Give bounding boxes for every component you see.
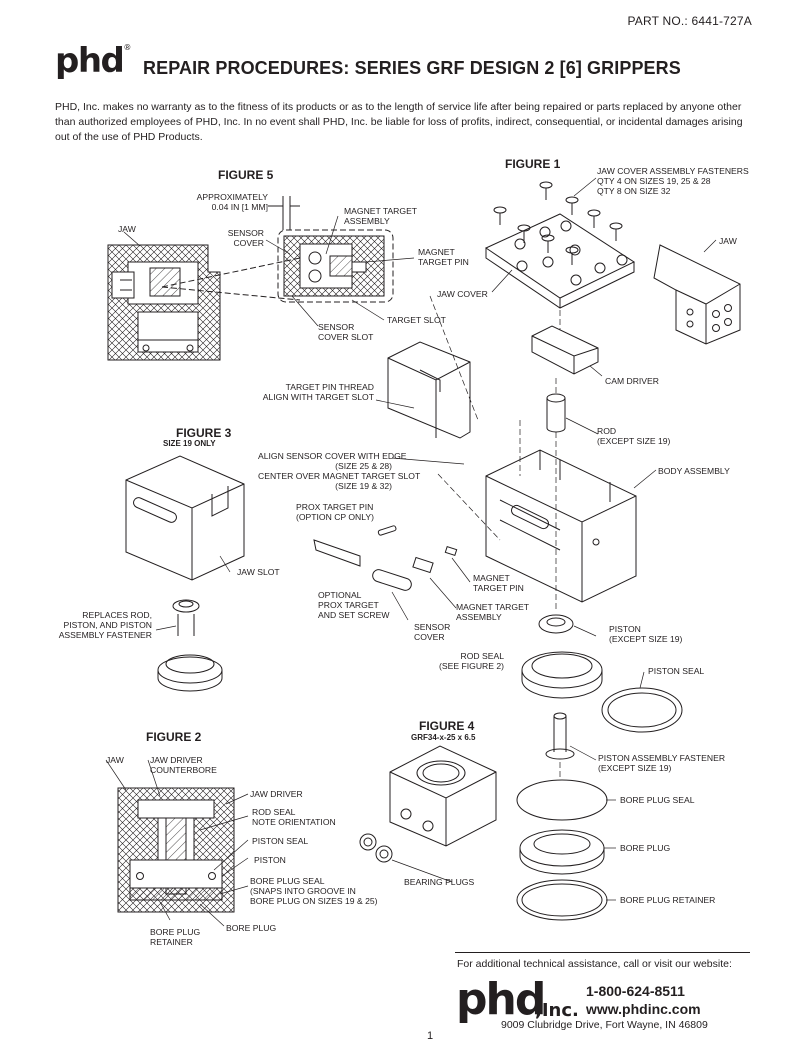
footer-address: 9009 Clubridge Drive, Fort Wayne, IN 468… [501,1019,708,1031]
piston-label: PISTON(EXCEPT SIZE 19) [609,624,683,644]
target-slot-label: TARGET SLOT [387,315,446,325]
disclaimer-text: PHD, Inc. makes no warranty as to the fi… [55,101,743,143]
rod-label: ROD(EXCEPT SIZE 19) [597,426,671,446]
leader-lines [105,177,717,927]
footer-phone: 1-800-624-8511 [586,983,685,999]
align-sensor-cover-label: ALIGN SENSOR COVER WITH EDGE(SIZE 25 & 2… [258,451,421,491]
bearing-plugs-label: BEARING PLUGS [404,877,475,887]
jaw-cover-label: JAW COVER [437,289,488,299]
jaw-driver-label: JAW DRIVER [250,789,303,799]
figure4-title: FIGURE 4 [419,719,475,733]
cover-screws [493,181,623,265]
footer-logo: phd [456,974,546,1025]
figure1-title: FIGURE 1 [505,157,561,171]
fig2-piston-label: PISTON [254,855,286,865]
footer-logo-suffix: ,Inc. [535,1000,579,1021]
fig5-jaw-label: JAW [118,224,136,234]
figure3-title: FIGURE 3 [176,426,232,440]
part-number: PART NO.: 6441-727A [627,14,752,28]
middle-jaw-drawing [387,341,471,439]
jaw-slot-label: JAW SLOT [237,567,280,577]
cam-driver-label: CAM DRIVER [605,376,659,386]
rod-drawing [546,393,566,433]
figure5-title: FIGURE 5 [218,168,274,182]
page-number: 1 [427,1030,434,1042]
figure4-drawing [359,745,497,863]
page-title: REPAIR PROCEDURES: SERIES GRF DESIGN 2 [… [143,58,681,78]
bore-plug-drawing [516,779,608,921]
jaw-label: JAW [719,236,737,246]
figure2-title: FIGURE 2 [146,730,202,744]
cam-driver-drawing [531,325,599,375]
prox-target-pin-label: PROX TARGET PIN(OPTION CP ONLY) [296,502,374,522]
piston-drawing [521,614,683,760]
footer-divider [455,952,750,953]
jaw-cover-drawing [484,181,636,309]
figure4-subtitle: GRF34-x-25 x 6.5 [411,733,476,742]
footer-website[interactable]: www.phdinc.com [586,1001,701,1017]
figure3-drawing [125,455,245,692]
jaw-drawing [653,244,741,345]
figure2-section-drawing [117,787,235,913]
fig2-jaw-label: JAW [106,755,124,765]
figure3-subtitle: SIZE 19 ONLY [163,439,216,448]
fig2-piston-seal-label: PISTON SEAL [252,836,309,846]
phd-logo: phd® [55,41,132,81]
footer-cta: For additional technical assistance, cal… [457,958,732,970]
sensor-parts-drawing [313,525,458,591]
bore-plug-seal-label: BORE PLUG SEAL [620,795,695,805]
piston-seal-label: PISTON SEAL [648,666,705,676]
bore-plug-label: BORE PLUG [620,843,671,853]
piston-assembly-fastener-label: PISTON ASSEMBLY FASTENER(EXCEPT SIZE 19) [598,753,726,773]
body-assembly-label: BODY ASSEMBLY [658,466,730,476]
rod-seal-label: ROD SEAL(SEE FIGURE 2) [439,651,504,671]
fig2-bore-plug-label: BORE PLUG [226,923,277,933]
bore-plug-retainer-label: BORE PLUG RETAINER [620,895,716,905]
body-assembly-drawing [485,449,637,603]
figure5-section-drawing [107,196,394,361]
